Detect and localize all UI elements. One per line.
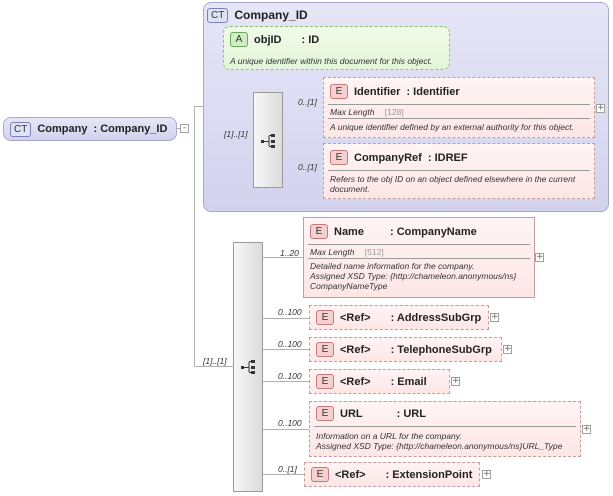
cardinality-label: 1..20 [280, 248, 299, 258]
element-description: Information on a URL for the company. [316, 431, 462, 441]
facet-value: [512] [364, 247, 384, 257]
element-icon: E [316, 406, 334, 421]
element-name: CompanyRef [354, 151, 422, 164]
facet-label: Max Length [310, 247, 355, 257]
element-ref-addresssubgrp[interactable]: E <Ref> : AddressSubGrp [309, 305, 489, 330]
element-type: : ExtensionPoint [385, 468, 473, 481]
element-type: : TelephoneSubGrp [390, 343, 492, 356]
connector-line [263, 318, 309, 319]
element-description: CompanyNameType [310, 281, 388, 291]
element-name: Name [334, 225, 364, 238]
cardinality-label: 0..[1] [278, 464, 297, 474]
element-name: <Ref> [335, 468, 366, 481]
element-description: Detailed name information for the compan… [310, 261, 475, 271]
divider [328, 118, 590, 119]
element-name-company[interactable]: E Name : CompanyName Max Length [512] De… [303, 217, 535, 298]
element-icon: E [330, 150, 348, 165]
divider [328, 104, 590, 105]
cardinality-label: 0..100 [278, 307, 302, 317]
connector-line [263, 429, 309, 430]
connector-line [194, 106, 203, 107]
collapse-icon[interactable]: - [180, 124, 189, 133]
sequence-icon [241, 360, 255, 374]
element-icon: E [316, 310, 334, 325]
element-companyref[interactable]: E CompanyRef : IDREF Refers to the obj I… [323, 143, 595, 199]
connector-line [194, 106, 195, 366]
max-length-facet: Max Length [128] [330, 107, 404, 117]
connector-line [194, 366, 234, 367]
cardinality-label: 0..[1] [298, 162, 317, 172]
element-icon: E [310, 224, 328, 239]
element-description: document. [330, 184, 370, 194]
element-description: A unique identifier defined by an extern… [330, 122, 574, 132]
element-icon: E [316, 374, 334, 389]
element-name: URL [340, 407, 363, 420]
connector-line [263, 381, 309, 382]
element-name: <Ref> [340, 343, 371, 356]
expand-icon[interactable]: + [451, 376, 460, 386]
element-name: <Ref> [340, 311, 371, 324]
facet-label: Max Length [330, 107, 375, 117]
divider [328, 170, 590, 171]
element-type: : Email [390, 375, 427, 388]
sequence-icon [261, 134, 275, 148]
expand-icon[interactable]: + [596, 103, 605, 113]
element-type: : Identifier [406, 85, 460, 98]
element-icon: E [311, 467, 329, 482]
divider [308, 244, 530, 245]
element-url[interactable]: E URL : URL Information on a URL for the… [309, 401, 581, 457]
expand-icon[interactable]: + [535, 252, 544, 262]
sequence-compositor[interactable] [233, 242, 263, 492]
expand-icon[interactable]: + [490, 312, 499, 322]
cardinality-label: [1]..[1] [224, 129, 248, 139]
max-length-facet: Max Length [512] [310, 247, 384, 257]
cardinality-label: 0..100 [278, 339, 302, 349]
complex-type-title: CT Company_ID [207, 6, 308, 24]
complex-type-icon: CT [207, 7, 229, 23]
complex-type-icon: CT [10, 121, 32, 137]
attribute-type: : ID [301, 33, 320, 46]
cardinality-label: [1]..[1] [203, 356, 227, 366]
connector-line [263, 349, 309, 350]
element-name: Identifier [354, 85, 401, 98]
element-ref-email[interactable]: E <Ref> : Email [309, 369, 450, 394]
connector-line [263, 257, 303, 258]
attribute-objid[interactable]: A objID : ID A unique identifier within … [223, 26, 450, 70]
complex-type-name: Company_ID [234, 8, 308, 22]
element-description: Refers to the obj ID on an object define… [330, 174, 576, 184]
root-element-type: : Company_ID [93, 123, 168, 135]
root-element-company[interactable]: CT Company : Company_ID [3, 117, 177, 141]
divider [314, 426, 576, 427]
element-type: : CompanyName [389, 225, 477, 238]
element-identifier[interactable]: E Identifier : Identifier Max Length [12… [323, 77, 595, 138]
connector-line [263, 474, 304, 475]
facet-value: [128] [384, 107, 404, 117]
expand-icon[interactable]: + [582, 424, 591, 434]
element-icon: E [316, 342, 334, 357]
divider [308, 258, 530, 259]
expand-icon[interactable]: + [482, 469, 491, 479]
element-type: : IDREF [427, 151, 468, 164]
element-name: <Ref> [340, 375, 371, 388]
root-element-name: Company [37, 123, 88, 135]
element-description: Assigned XSD Type: {http://chameleon.ano… [310, 271, 517, 281]
sequence-compositor[interactable] [253, 92, 283, 188]
element-type: : AddressSubGrp [390, 311, 482, 324]
cardinality-label: 0..[1] [298, 97, 317, 107]
element-icon: E [330, 84, 348, 99]
attribute-description: A unique identifier within this document… [230, 56, 433, 66]
cardinality-label: 0..100 [278, 371, 302, 381]
element-ref-telephonesubgrp[interactable]: E <Ref> : TelephoneSubGrp [309, 337, 502, 362]
element-description: Assigned XSD Type: {http://chameleon.ano… [316, 441, 563, 451]
attribute-icon: A [230, 32, 248, 47]
expand-icon[interactable]: + [503, 344, 512, 354]
element-ref-extensionpoint[interactable]: E <Ref> : ExtensionPoint [304, 462, 480, 487]
attribute-name: objID [254, 33, 282, 46]
cardinality-label: 0..100 [278, 418, 302, 428]
element-type: : URL [396, 407, 426, 420]
